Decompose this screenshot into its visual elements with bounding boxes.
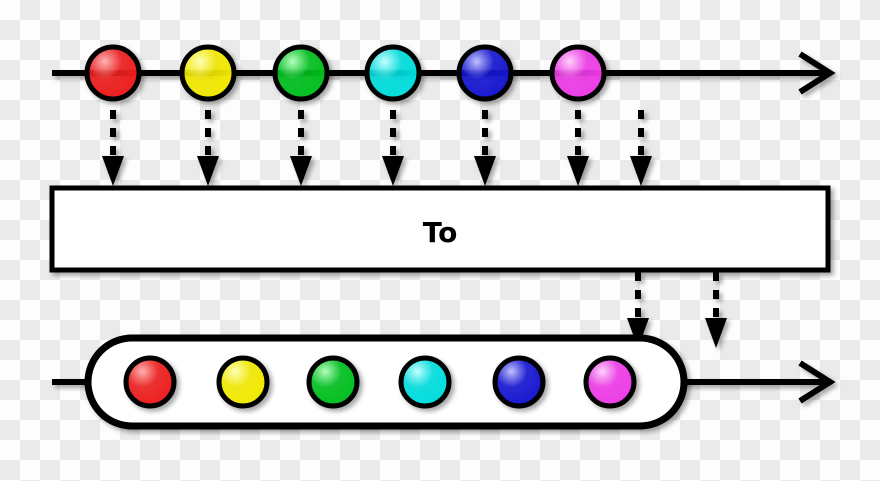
mapping-arrow-4: [474, 110, 496, 186]
ball-magenta-shape[interactable]: [549, 44, 607, 102]
ball-cyan-shape[interactable]: [398, 355, 452, 409]
ball-green-shape[interactable]: [272, 44, 330, 102]
ball-bottom-cyan[interactable]: [398, 355, 452, 409]
mapping-arrow-3: [382, 110, 404, 186]
ball-red-shape[interactable]: [84, 44, 142, 102]
ball-bottom-blue[interactable]: [492, 355, 546, 409]
mapping-arrow-head-4: [474, 156, 496, 186]
ball-bottom-red[interactable]: [123, 355, 177, 409]
ball-blue-shape[interactable]: [492, 355, 546, 409]
ball-yellow-shape[interactable]: [179, 44, 237, 102]
bottom-timeline-axis-arrowhead: [798, 360, 836, 404]
mapping-arrow-head-5: [567, 156, 589, 186]
transform-box-label: To: [423, 216, 458, 249]
ball-yellow-shape[interactable]: [216, 355, 270, 409]
output-arrows: [627, 272, 727, 348]
ball-magenta-shape[interactable]: [583, 355, 637, 409]
ball-bottom-yellow[interactable]: [216, 355, 270, 409]
ball-top-blue[interactable]: [456, 44, 514, 102]
ball-blue-shape[interactable]: [456, 44, 514, 102]
output-arrow-head-0: [627, 318, 649, 348]
ball-top-red[interactable]: [84, 44, 142, 102]
mapping-arrow-5: [567, 110, 589, 186]
ball-top-yellow[interactable]: [179, 44, 237, 102]
ball-top-green[interactable]: [272, 44, 330, 102]
mapping-arrow-head-6: [630, 156, 652, 186]
top-timeline: [52, 44, 836, 102]
mapping-arrow-head-0: [102, 156, 124, 186]
box-label-text: To: [423, 216, 458, 249]
output-arrow-0: [627, 272, 649, 348]
output-arrow-head-1: [705, 318, 727, 348]
transform-box: [49, 185, 831, 273]
top-timeline-axis: [52, 51, 836, 95]
ball-cyan-shape[interactable]: [364, 44, 422, 102]
bottom-timeline: [52, 334, 836, 430]
mapping-arrow-0: [102, 110, 124, 186]
ball-top-magenta[interactable]: [549, 44, 607, 102]
mapping-arrow-1: [197, 110, 219, 186]
transform-box-shape[interactable]: [49, 185, 831, 273]
ball-bottom-green[interactable]: [306, 355, 360, 409]
mapping-arrows: [102, 110, 652, 186]
mapping-arrow-6: [630, 110, 652, 186]
ball-top-cyan[interactable]: [364, 44, 422, 102]
mapping-arrow-head-3: [382, 156, 404, 186]
mapping-arrow-head-2: [290, 156, 312, 186]
top-timeline-axis-arrowhead: [798, 51, 836, 95]
mapping-arrow-2: [290, 110, 312, 186]
output-arrow-1: [705, 272, 727, 348]
mapping-arrow-head-1: [197, 156, 219, 186]
ball-red-shape[interactable]: [123, 355, 177, 409]
ball-bottom-magenta[interactable]: [583, 355, 637, 409]
ball-green-shape[interactable]: [306, 355, 360, 409]
